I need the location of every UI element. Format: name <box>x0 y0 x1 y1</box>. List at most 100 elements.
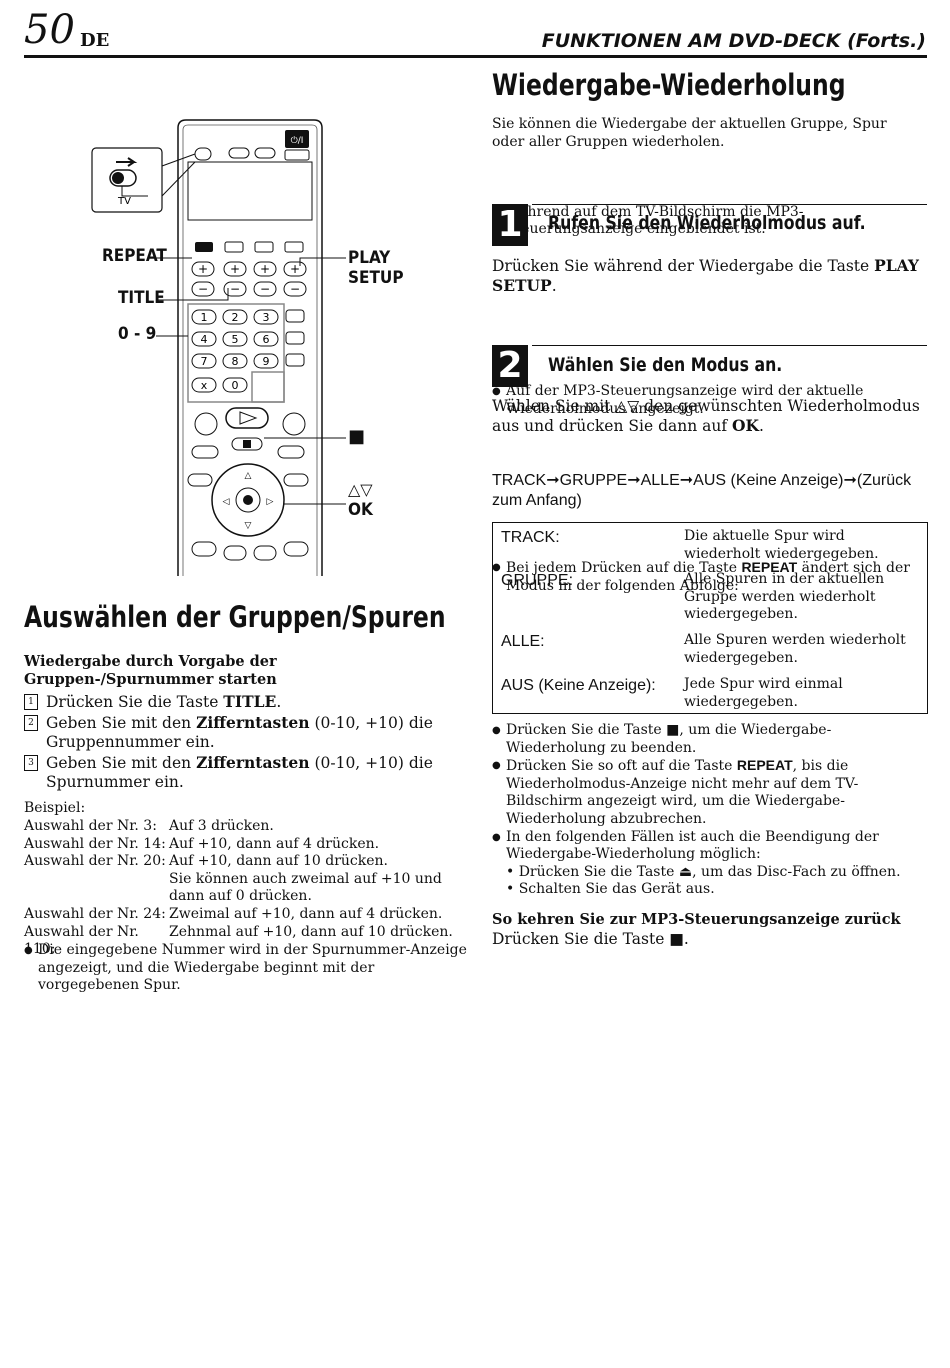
step-key: Zifferntasten <box>196 752 310 772</box>
step1-text-post: . <box>551 277 557 295</box>
step-text: (0-10, +10) die Spurnummer ein. <box>46 753 433 792</box>
mode-description: Alle Spuren werden wiederholt wiedergege… <box>684 632 906 666</box>
svg-text:+: + <box>198 262 208 276</box>
svg-text:−: − <box>198 282 208 296</box>
step-key: TITLE <box>223 692 277 711</box>
title-label: TITLE <box>118 288 165 308</box>
repeat-key: REPEAT <box>741 559 798 576</box>
step-number: 2 <box>24 714 38 731</box>
svg-text:−: − <box>290 282 300 296</box>
setup-label: SETUP <box>348 268 404 288</box>
note-text: Drücken Sie die Taste ■, um die Wiederga… <box>506 722 832 756</box>
example-key <box>24 888 169 906</box>
return-text: Drücken Sie die Taste ■. <box>492 930 689 948</box>
tv-label: TV <box>117 196 131 207</box>
example-value: Auf +10, dann auf 4 drücken. <box>169 835 380 852</box>
step2-text-post: . <box>759 417 764 435</box>
mode-description: Alle Spuren in der aktuellen Gruppe werd… <box>684 571 885 622</box>
section-header: FUNKTIONEN AM DVD-DECK (Forts.) <box>541 30 926 52</box>
step-key: Zifferntasten <box>196 712 310 732</box>
step1-text-pre: Drücken Sie während der Wiedergabe die T… <box>492 257 875 275</box>
sequence-line2: zum Anfang) <box>492 491 582 509</box>
mode-name: AUS (Keine Anzeige): <box>501 677 656 694</box>
example-value: Zehnmal auf +10, dann auf 10 drücken. <box>169 923 453 940</box>
step1-note: Auf der MP3-Steuerungsanzeige wird der a… <box>492 383 926 418</box>
left-subheading: Wiedergabe durch Vorgabe der Gruppen-/Sp… <box>24 653 464 689</box>
svg-text:9: 9 <box>263 355 270 368</box>
example-row: Auswahl der Nr. 3: Auf 3 drücken. <box>24 818 464 836</box>
step2-rule <box>532 345 927 346</box>
example-value: Sie können auch zweimal auf +10 und <box>169 870 442 887</box>
svg-text:▷: ▷ <box>267 497 274 507</box>
step-row: 2 Geben Sie mit den Zifferntasten (0-10,… <box>24 713 454 753</box>
step2-text-line1: Wählen Sie mit △▽ den gewünschten Wieder… <box>492 397 920 415</box>
note-subitem: • Schalten Sie das Gerät aus. <box>506 881 715 898</box>
play-label: PLAY <box>348 248 391 268</box>
svg-text:7: 7 <box>201 355 208 368</box>
svg-text:+: + <box>260 262 270 276</box>
step2-text-pre: aus und drücken Sie dann auf <box>492 417 733 435</box>
svg-text:8: 8 <box>232 355 239 368</box>
svg-text:◁: ◁ <box>223 497 230 507</box>
example-key <box>24 871 169 889</box>
step1-title: Rufen Sie den Wiederholmodus auf. <box>548 212 866 234</box>
svg-text:6: 6 <box>263 333 270 346</box>
svg-text:2: 2 <box>232 311 239 324</box>
mode-name: GRUPPE: <box>501 572 574 589</box>
step-row: 1 Drücken Sie die Taste TITLE. <box>24 692 454 713</box>
svg-text:4: 4 <box>201 333 208 346</box>
page-number: 50 <box>24 7 75 53</box>
examples-table: Auswahl der Nr. 3: Auf 3 drücken. Auswahl… <box>24 818 464 959</box>
step-text: Geben Sie mit den <box>46 753 197 772</box>
remote-illustration: ⏻/I TV ++++ −−−− <box>88 116 428 576</box>
mode-table: TRACK: Die aktuelle Spur wird wiederholt… <box>492 522 928 714</box>
svg-text:▽: ▽ <box>245 521 252 531</box>
example-row: dann auf 0 drücken. <box>24 888 464 906</box>
intro-note-text: Während auf dem TV-Bildschirm die MP3-St… <box>506 203 804 238</box>
step2-title: Wählen Sie den Modus an. <box>548 354 783 376</box>
step2-text: Wählen Sie mit △▽ den gewünschten Wieder… <box>492 397 932 436</box>
ok-key: OK <box>732 416 759 435</box>
svg-text:+: + <box>290 262 300 276</box>
mode-name: ALLE: <box>501 633 545 650</box>
example-key: Auswahl der Nr. 14: <box>24 835 166 852</box>
ok-label: OK <box>348 500 373 520</box>
right-intro-note: Während auf dem TV-Bildschirm die MP3-St… <box>492 204 926 239</box>
example-row: Sie können auch zweimal auf +10 und <box>24 871 464 889</box>
note-item: In den folgenden Fällen ist auch die Bee… <box>492 829 922 864</box>
left-note: Die eingegebene Nummer wird in der Spurn… <box>24 942 468 995</box>
left-heading: Auswählen der Gruppen/Spuren <box>24 600 446 634</box>
language-code: DE <box>80 30 110 51</box>
step-number: 1 <box>24 694 38 710</box>
step2-number: 2 <box>492 345 528 387</box>
step2-note-post: ändert sich der <box>797 560 910 577</box>
step2-note-pre: Bei jedem Drücken auf die Taste <box>506 560 742 577</box>
left-note-text: Die eingegebene Nummer wird in der Spurn… <box>38 942 467 994</box>
left-steps: 1 Drücken Sie die Taste TITLE. 2 Geben S… <box>24 692 454 793</box>
step2-note-line2: Modus in der folgenden Abfolge: <box>506 577 739 594</box>
example-value: dann auf 0 drücken. <box>169 888 312 905</box>
example-value: Auf +10, dann auf 10 drücken. <box>169 853 389 870</box>
repeat-label: REPEAT <box>102 246 167 266</box>
repeat-key: REPEAT <box>736 757 793 774</box>
example-key: Auswahl der Nr. 3: <box>24 818 157 834</box>
right-notes: Drücken Sie die Taste ■, um die Wiederga… <box>492 722 922 899</box>
header-rule <box>24 55 927 58</box>
mode-description: Jede Spur wird einmal wiedergegeben. <box>684 676 843 710</box>
step-row: 3 Geben Sie mit den Zifferntasten (0-10,… <box>24 753 454 793</box>
step2-note: Bei jedem Drücken auf die Taste REPEAT ä… <box>492 559 926 595</box>
svg-text:1: 1 <box>201 311 208 324</box>
step-text: . <box>276 693 282 711</box>
svg-text:0: 0 <box>232 379 239 392</box>
return-heading: So kehren Sie zur MP3-Steuerungsanzeige … <box>492 911 901 928</box>
example-value: Auf 3 drücken. <box>169 818 274 834</box>
example-label: Beispiel: <box>24 800 86 816</box>
right-intro: Sie können die Wiedergabe der aktuellen … <box>492 116 887 150</box>
svg-text:+: + <box>230 262 240 276</box>
note-item: Drücken Sie so oft auf die Taste REPEAT,… <box>492 757 922 828</box>
step-text: (0-10, +10) die Gruppennummer ein. <box>46 713 433 752</box>
note-text: Drücken Sie so oft auf die Taste <box>506 758 737 775</box>
step-text: Drücken Sie die Taste <box>46 693 224 711</box>
step-number: 3 <box>24 754 38 771</box>
step-text: Geben Sie mit den <box>46 713 197 732</box>
